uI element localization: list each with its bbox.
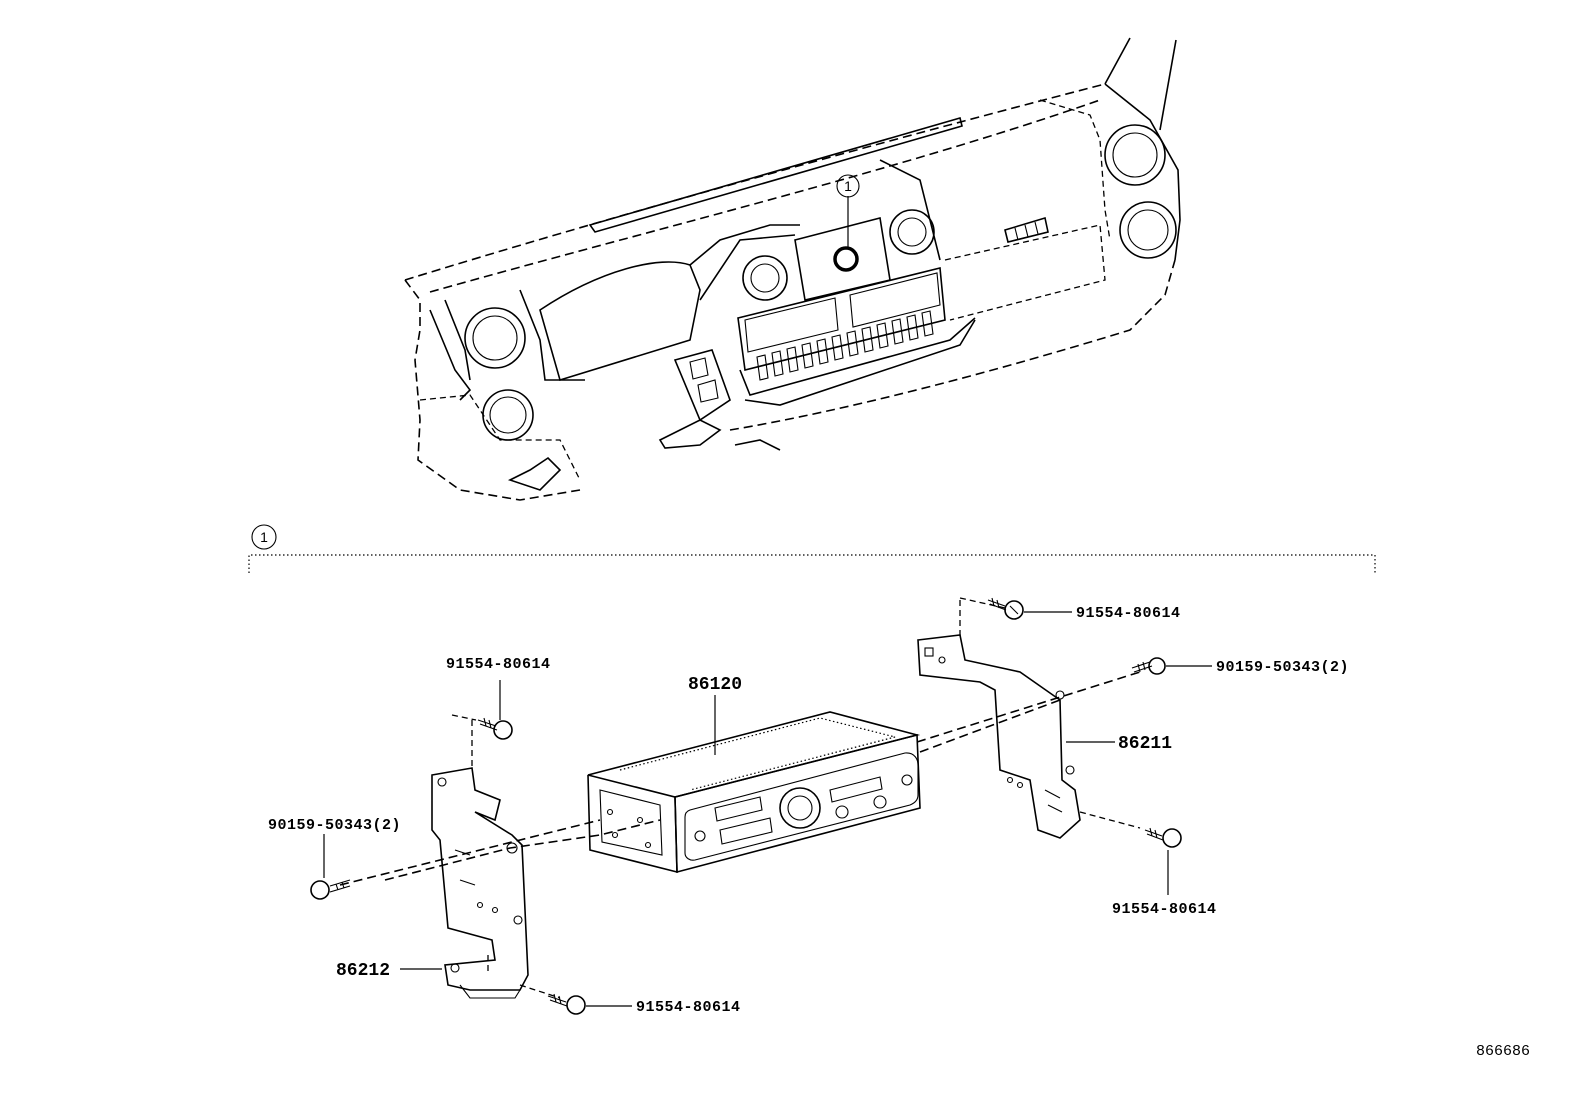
label-screw-bottom-right: 91554-80614 [1112, 901, 1217, 918]
group-bracket: 1 [248, 524, 1376, 573]
bolt-right: 90159-50343(2) [1131, 657, 1349, 676]
alignment-lines [339, 671, 1141, 999]
label-screw-top-right: 91554-80614 [1076, 605, 1181, 622]
screw-bottom-right: 91554-80614 [1112, 827, 1217, 918]
dash-callout-number: 1 [844, 178, 852, 194]
radio-assembly: 86120 [587, 675, 921, 874]
dashboard-illustration: 1 [404, 37, 1181, 501]
figure-reference: 866686 [1476, 1043, 1530, 1060]
label-86212: 86212 [336, 961, 390, 981]
label-bolt-left: 90159-50343(2) [268, 817, 401, 834]
climate-buttons [756, 310, 934, 381]
screw-top-left: 91554-80614 [446, 656, 551, 740]
label-bolt-right: 90159-50343(2) [1216, 659, 1349, 676]
location-marker [833, 246, 859, 272]
bracket-left: 86212 [336, 714, 529, 999]
label-screw-bottom-left: 91554-80614 [636, 999, 741, 1016]
label-86120: 86120 [688, 675, 742, 695]
bracket-right: 86211 [917, 597, 1172, 839]
group-callout-number: 1 [260, 529, 268, 545]
label-screw-top-left: 91554-80614 [446, 656, 551, 673]
label-86211: 86211 [1118, 734, 1172, 754]
bolt-left: 90159-50343(2) [268, 817, 401, 900]
screw-bottom-left: 91554-80614 [547, 993, 741, 1016]
screw-top-right: 91554-80614 [987, 597, 1181, 622]
